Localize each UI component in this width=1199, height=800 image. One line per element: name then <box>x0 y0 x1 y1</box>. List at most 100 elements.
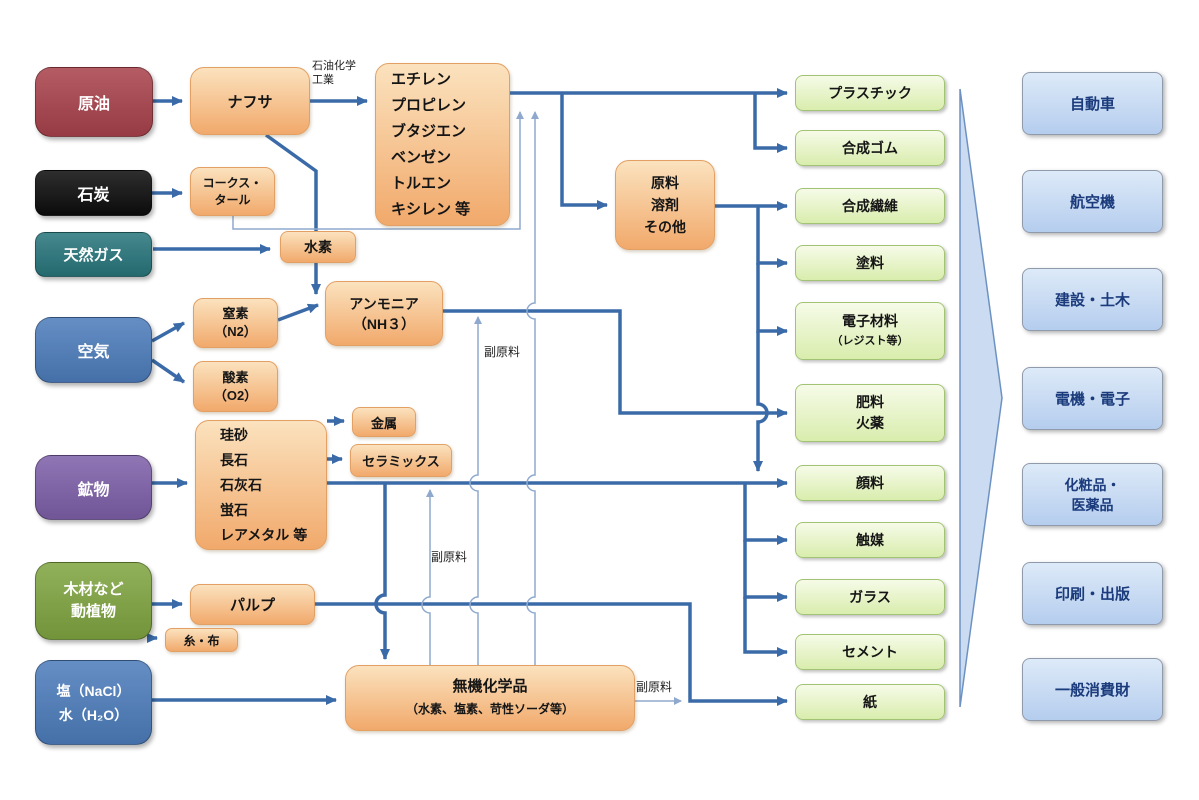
product-glass: ガラス <box>795 579 945 615</box>
node-ceramics: セラミックス <box>350 444 452 477</box>
flow-edge-24 <box>743 597 788 657</box>
thread-cloth-label: 糸・布 <box>183 633 220 648</box>
catalyst-label: 触媒 <box>856 532 884 548</box>
product-electronic-materials: 電子材料 （レジスト等） <box>795 302 945 360</box>
product-fertilizer-explosives: 肥料火薬 <box>795 384 945 442</box>
industry-automobile: 自動車 <box>1022 72 1163 135</box>
oxygen-label: （O2） <box>213 387 258 403</box>
flow-edge-21 <box>374 483 390 660</box>
flow-edge-29 <box>232 111 524 230</box>
node-nitrogen: 窒素（N2） <box>193 298 278 348</box>
source-air: 空気 <box>35 317 152 383</box>
flow-edge-11 <box>753 93 788 153</box>
ammonia-label: アンモニア <box>349 295 419 312</box>
wood-plants-label: 動植物 <box>70 603 116 620</box>
node-raw-solvent-other: 原料溶剤その他 <box>615 160 715 250</box>
annotation-aux-material-paper: 副原料 <box>636 680 684 695</box>
oxygen-label: 酸素 <box>222 369 249 385</box>
fertilizer-explosives-label: 肥料 <box>856 394 884 410</box>
industry-aircraft: 航空機 <box>1022 170 1163 233</box>
printing-publishing-label: 印刷・出版 <box>1054 586 1130 603</box>
synthetic-rubber-label: 合成ゴム <box>842 140 898 156</box>
electronic-materials-label: （レジスト等） <box>831 335 909 347</box>
pulp-label: パルプ <box>229 597 275 614</box>
pigment-label: 顔料 <box>856 475 884 491</box>
inorganic-chemicals-label: （水素、塩素、苛性ソーダ等） <box>405 702 574 716</box>
flow-edge-15 <box>756 263 788 336</box>
products-to-industries-funnel-arrow <box>959 88 1003 708</box>
glass-label: ガラス <box>849 589 891 605</box>
annotation-aux-material-mineral: 副原料 <box>431 550 479 565</box>
nitrogen-label: （N2） <box>214 324 257 339</box>
source-wood-plants: 木材など動植物 <box>35 562 152 640</box>
petrochemical-industry-text: 石油化学 <box>312 60 356 72</box>
product-synthetic-fiber: 合成繊維 <box>795 188 945 224</box>
inorganic-chemicals-label: 無機化学品 <box>452 678 528 695</box>
coal-label: 石炭 <box>77 187 110 204</box>
electronic-materials-label: 電子材料 <box>842 313 898 329</box>
mineral-materials-label: 石灰石 <box>220 476 262 493</box>
air-label: 空気 <box>77 344 110 361</box>
product-cement: セメント <box>795 634 945 670</box>
metal-label: 金属 <box>370 415 397 431</box>
paint-label: 塗料 <box>856 255 884 271</box>
node-hydrogen: 水素 <box>280 231 356 263</box>
wood-plants-label: 木材など <box>63 581 124 598</box>
mineral-materials-label: 長石 <box>220 451 248 468</box>
node-coke-tar: コークス・タール <box>190 167 275 216</box>
node-mineral-materials: 珪砂長石石灰石蛍石レアメタル 等 <box>195 420 327 550</box>
raw-solvent-other-label: 原料 <box>651 175 679 191</box>
industry-construction: 建設・土木 <box>1022 268 1163 331</box>
product-paper: 紙 <box>795 684 945 720</box>
flow-edge-9 <box>443 309 788 418</box>
minerals-label: 鉱物 <box>77 481 110 499</box>
node-metal: 金属 <box>352 407 416 437</box>
paper-label: 紙 <box>863 694 877 710</box>
flow-edge-12 <box>560 93 608 210</box>
source-salt-water: 塩（NaCl） 水（H₂O） <box>35 660 152 745</box>
ammonia-label: （NH３） <box>352 315 416 332</box>
fertilizer-explosives-label: 火薬 <box>856 415 884 431</box>
product-catalyst: 触媒 <box>795 522 945 558</box>
synthetic-fiber-label: 合成繊維 <box>842 198 898 214</box>
node-naphtha: ナフサ <box>190 67 310 135</box>
coke-tar-label: コークス・ <box>202 175 263 190</box>
flow-edge-6 <box>151 321 185 343</box>
flow-edge-23 <box>743 540 788 602</box>
industry-cosmetics-pharma: 化粧品・医薬品 <box>1022 463 1163 526</box>
industry-printing-publishing: 印刷・出版 <box>1022 562 1163 625</box>
annotation-aux-material-ammonia: 副原料 <box>484 345 532 360</box>
automobile-label: 自動車 <box>1069 96 1115 113</box>
source-minerals: 鉱物 <box>35 455 152 520</box>
naphtha-label: ナフサ <box>227 93 273 111</box>
product-paint: 塗料 <box>795 245 945 281</box>
cement-label: セメント <box>842 644 898 660</box>
product-pigment: 顔料 <box>795 465 945 501</box>
cosmetics-pharma-label: 化粧品・ <box>1064 476 1121 493</box>
plastics-label: プラスチック <box>828 85 912 101</box>
source-natural-gas: 天然ガス <box>35 232 152 277</box>
raw-solvent-other-label: 溶剤 <box>651 197 679 213</box>
basic-petrochemicals-label: プロピレン <box>391 96 467 114</box>
industry-consumer-goods: 一般消費財 <box>1022 658 1163 721</box>
flow-edge-8 <box>277 303 319 322</box>
coke-tar-label: タール <box>214 192 251 207</box>
natural-gas-label: 天然ガス <box>63 247 124 264</box>
node-basic-petrochemicals: エチレンプロピレンブタジエンベンゼントルエンキシレン 等 <box>375 63 510 226</box>
salt-water-label: 水（H₂O） <box>58 706 129 723</box>
flow-edge-32 <box>421 489 434 665</box>
basic-petrochemicals-label: ベンゼン <box>391 148 452 166</box>
node-pulp: パルプ <box>190 584 315 625</box>
node-thread-cloth: 糸・布 <box>165 628 238 652</box>
flow-edge-16 <box>753 331 769 472</box>
flow-edge-27 <box>315 602 788 706</box>
flow-edge-7 <box>151 358 185 384</box>
mineral-materials-label: 蛍石 <box>220 501 248 518</box>
ceramics-label: セラミックス <box>362 454 440 469</box>
flow-edge-30 <box>526 111 539 665</box>
salt-water-label: 塩（NaCl） <box>56 682 131 699</box>
basic-petrochemicals-label: エチレン <box>391 70 452 88</box>
source-crude-oil: 原油 <box>35 67 153 137</box>
